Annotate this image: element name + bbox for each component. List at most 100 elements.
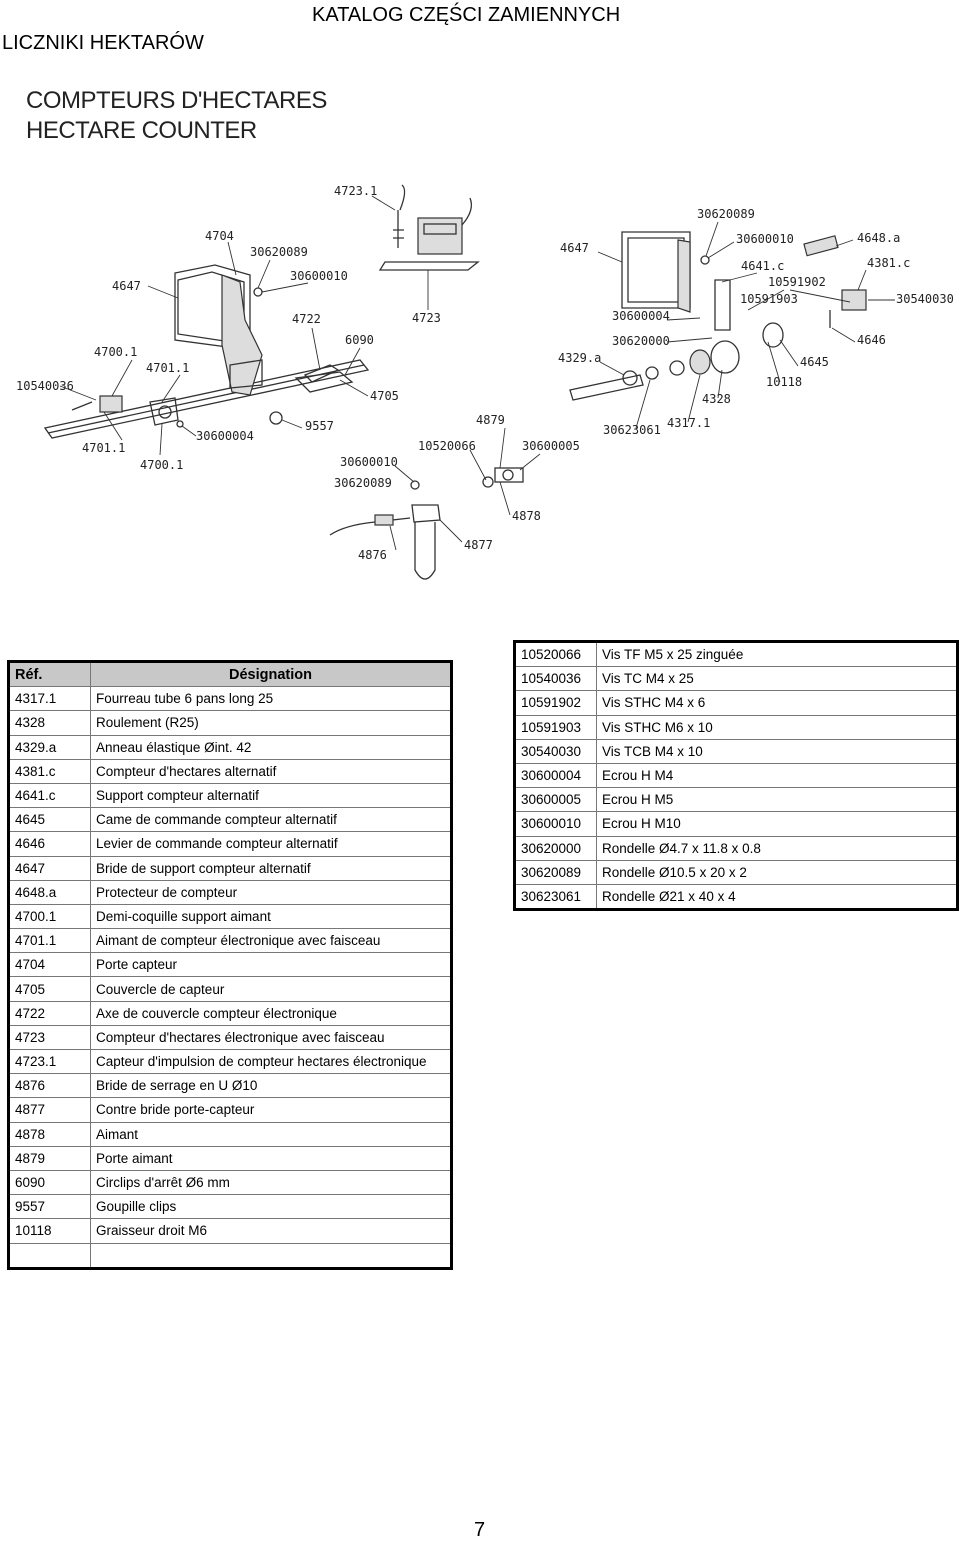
callout-4645: 4645 bbox=[800, 355, 829, 369]
part-designation: Vis TF M5 x 25 zinguée bbox=[596, 640, 958, 668]
part-ref: 30600010 bbox=[514, 811, 597, 837]
column-header-designation: Désignation bbox=[90, 660, 452, 688]
callout-4700.1-bottom: 4700.1 bbox=[140, 458, 183, 472]
part-ref: 4329.a bbox=[8, 734, 91, 760]
callout-4700.1-top: 4700.1 bbox=[94, 345, 137, 359]
part-designation: Vis TC M4 x 25 bbox=[596, 666, 958, 692]
callout-4641.c: 4641.c bbox=[741, 259, 784, 273]
callout-4317.1: 4317.1 bbox=[667, 416, 710, 430]
part-ref: 4641.c bbox=[8, 782, 91, 809]
part-ref: 4723 bbox=[8, 1024, 91, 1051]
part-ref: 4723.1 bbox=[8, 1048, 91, 1075]
part-designation: Vis STHC M6 x 10 bbox=[596, 714, 958, 740]
part-ref: 9557 bbox=[8, 1194, 91, 1220]
callout-4704: 4704 bbox=[205, 229, 234, 243]
part-designation: Goupille clips bbox=[90, 1194, 452, 1220]
callout-10540036: 10540036 bbox=[16, 379, 74, 393]
figure-title-fr: COMPTEURS D'HECTARES bbox=[26, 87, 327, 114]
part-ref: 30623061 bbox=[514, 883, 597, 911]
part-ref: 30600005 bbox=[514, 787, 597, 813]
part-ref: 30620000 bbox=[514, 835, 597, 861]
right-alternative-counter bbox=[569, 231, 867, 401]
part-designation: Contre bride porte-capteur bbox=[90, 1097, 452, 1123]
part-ref: 4879 bbox=[8, 1145, 91, 1171]
callout-30600004-right: 30600004 bbox=[612, 309, 670, 323]
part-ref bbox=[8, 1242, 91, 1269]
part-designation: Aimant bbox=[90, 1121, 452, 1147]
part-ref: 4648.a bbox=[8, 879, 91, 905]
column-header-ref: Réf. bbox=[8, 660, 91, 688]
part-designation: Porte aimant bbox=[90, 1145, 452, 1171]
callout-30600005: 30600005 bbox=[522, 439, 580, 453]
leader-lines bbox=[59, 195, 895, 551]
part-designation: Fourreau tube 6 pans long 25 bbox=[90, 686, 452, 712]
callout-30600004-left: 30600004 bbox=[196, 429, 254, 443]
callout-4646: 4646 bbox=[857, 333, 886, 347]
callout-4878: 4878 bbox=[512, 509, 541, 523]
part-designation: Circlips d'arrêt Ø6 mm bbox=[90, 1169, 452, 1196]
callout-10520066: 10520066 bbox=[418, 439, 476, 453]
part-ref: 4722 bbox=[8, 1000, 91, 1026]
figure-title-en: HECTARE COUNTER bbox=[26, 117, 257, 144]
callout-10591903: 10591903 bbox=[740, 292, 798, 306]
callout-4647-right: 4647 bbox=[560, 241, 589, 255]
callout-30620089-low: 30620089 bbox=[334, 476, 392, 490]
part-designation: Capteur d'impulsion de compteur hectares… bbox=[90, 1048, 452, 1075]
part-ref: 4877 bbox=[8, 1097, 91, 1123]
part-ref: 10520066 bbox=[514, 640, 597, 668]
part-designation: Roulement (R25) bbox=[90, 710, 452, 736]
callout-4723.1: 4723.1 bbox=[334, 184, 377, 198]
callout-30620089-right: 30620089 bbox=[697, 207, 755, 221]
part-ref: 4704 bbox=[8, 952, 91, 978]
part-designation: Bride de support compteur alternatif bbox=[90, 855, 452, 881]
part-designation: Vis STHC M4 x 6 bbox=[596, 690, 958, 716]
part-designation: Came de commande compteur alternatif bbox=[90, 807, 452, 833]
callout-6090: 6090 bbox=[345, 333, 374, 347]
part-ref: 4701.1 bbox=[8, 928, 91, 954]
part-ref: 4646 bbox=[8, 831, 91, 857]
part-ref: 30600004 bbox=[514, 762, 597, 789]
callout-4648.a: 4648.a bbox=[857, 231, 900, 245]
callout-30620000: 30620000 bbox=[612, 334, 670, 348]
part-designation: Demi-coquille support aimant bbox=[90, 903, 452, 930]
callout-4879: 4879 bbox=[476, 413, 505, 427]
part-designation: Rondelle Ø21 x 40 x 4 bbox=[596, 883, 958, 911]
callout-labels: 4723.1 4704 30620089 30600010 4647 4722 … bbox=[16, 184, 954, 562]
part-ref: 4328 bbox=[8, 710, 91, 736]
part-designation: Graisseur droit M6 bbox=[90, 1218, 452, 1244]
electronic-counter bbox=[378, 184, 480, 271]
callout-4705: 4705 bbox=[370, 389, 399, 403]
callout-9557: 9557 bbox=[305, 419, 334, 433]
part-designation: Vis TCB M4 x 10 bbox=[596, 738, 958, 764]
callout-30620089: 30620089 bbox=[250, 245, 308, 259]
part-ref: 30620089 bbox=[514, 859, 597, 885]
part-ref: 4317.1 bbox=[8, 686, 91, 712]
callout-4723: 4723 bbox=[412, 311, 441, 325]
part-designation: Anneau élastique Øint. 42 bbox=[90, 734, 452, 760]
part-designation: Levier de commande compteur alternatif bbox=[90, 831, 452, 857]
part-designation: Compteur d'hectares alternatif bbox=[90, 758, 452, 784]
callout-4329.a: 4329.a bbox=[558, 351, 601, 365]
